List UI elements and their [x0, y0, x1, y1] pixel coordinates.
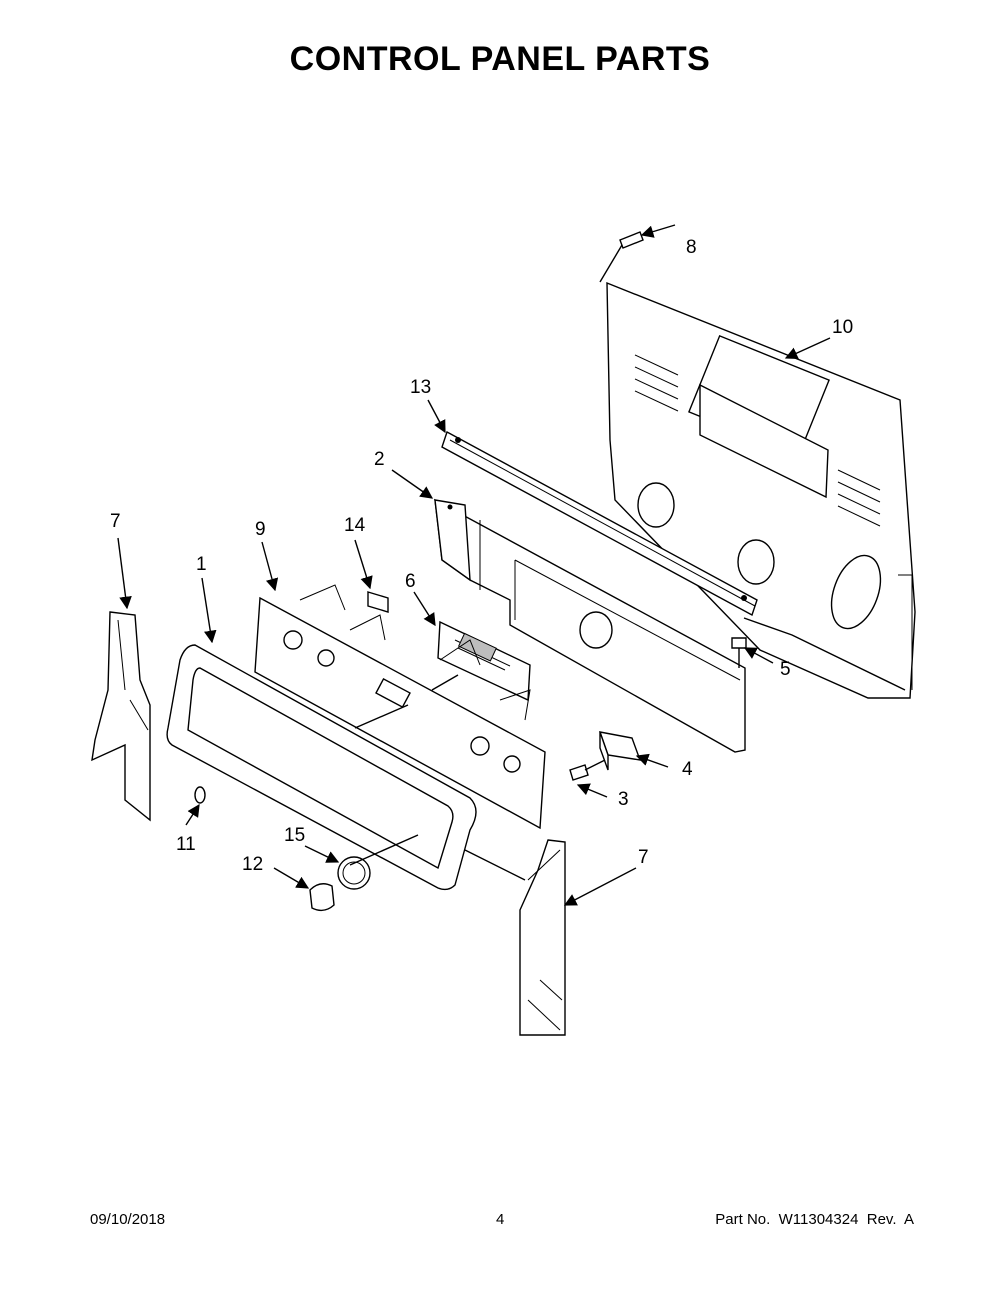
control-panel-frame [166, 644, 477, 891]
control-panel-bracket [434, 498, 746, 753]
callout-10: 10 [832, 317, 854, 338]
callout-7-left: 7 [110, 511, 121, 532]
callout-6: 6 [405, 571, 416, 592]
knob-bezel-15 [337, 856, 371, 890]
top-rail [441, 430, 758, 617]
assembly-lines [349, 617, 906, 881]
side-bracket-left [91, 611, 151, 822]
infinite-switch [598, 731, 642, 771]
footer-date: 09/10/2018 [90, 1211, 166, 1228]
screw-3 [569, 759, 606, 781]
control-panel-insulator [254, 584, 546, 830]
footer-part-number: Part No. W11304324 Rev. A [715, 1211, 914, 1228]
callout-5: 5 [780, 659, 791, 680]
clip-11 [194, 786, 206, 804]
callout-15: 15 [284, 825, 306, 846]
electronic-control-board [437, 620, 531, 702]
callout-2: 2 [374, 449, 385, 470]
small-switch [367, 591, 389, 613]
callout-8: 8 [686, 237, 697, 258]
callout-13: 13 [410, 377, 432, 398]
callout-1: 1 [196, 554, 207, 575]
knob-12 [309, 883, 335, 912]
callout-11: 11 [176, 834, 196, 855]
side-bracket-right [519, 839, 566, 1036]
page-title: CONTROL PANEL PARTS [289, 40, 711, 78]
footer-page-number: 4 [496, 1211, 505, 1228]
screw-8 [599, 231, 644, 283]
vent-slots-right [837, 469, 881, 527]
callout-14: 14 [344, 515, 366, 536]
callout-arrows [117, 224, 831, 906]
callout-12: 12 [242, 854, 264, 875]
callout-7-right: 7 [638, 847, 649, 868]
callout-3: 3 [618, 789, 629, 810]
callout-9: 9 [255, 519, 266, 540]
rear-back-panel [606, 281, 916, 699]
callout-4: 4 [682, 759, 693, 780]
vent-slots-left [634, 354, 679, 412]
